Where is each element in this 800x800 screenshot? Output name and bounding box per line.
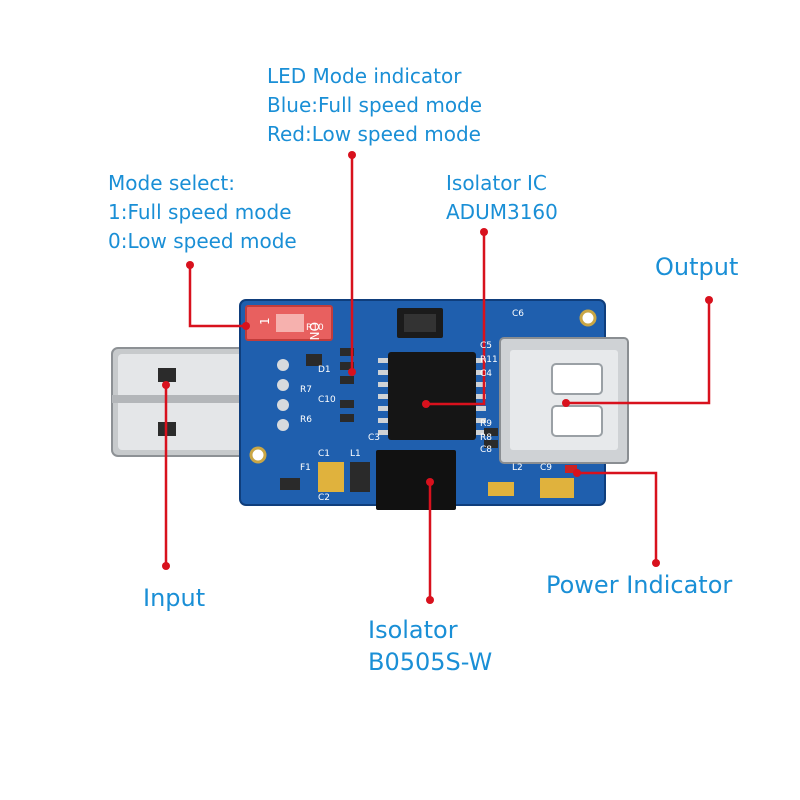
isolator-dcdc-line2: B0505S-W xyxy=(368,648,493,676)
isolator-ic-line2: ADUM3160 xyxy=(446,200,558,224)
leader-power-indicator xyxy=(577,471,658,563)
silkscreen-ref: R11 xyxy=(480,355,498,365)
silkscreen-ref: C6 xyxy=(512,309,524,319)
leader-dots xyxy=(162,151,713,604)
label-output: Output xyxy=(655,253,739,281)
silkscreen-ref: C8 xyxy=(480,445,492,455)
silkscreen-ref: F1 xyxy=(300,463,311,473)
label-isolator-ic: Isolator IC ADUM3160 xyxy=(446,169,558,227)
leader-mode-select xyxy=(188,265,246,328)
smd-components xyxy=(280,348,577,498)
label-power-indicator: Power Indicator xyxy=(546,571,733,599)
silkscreen-ref: C9 xyxy=(540,463,552,473)
usb-a-plug xyxy=(111,347,273,457)
led-mode-line2: Blue:Full speed mode xyxy=(267,93,483,117)
label-mode-select: Mode select: 1:Full speed mode 0:Low spe… xyxy=(108,169,297,256)
switch-on-silk: ON xyxy=(307,322,321,340)
led-mode-line1: LED Mode indicator xyxy=(267,64,462,88)
silkscreen-ref: R8 xyxy=(480,433,492,443)
silkscreen-ref: C5 xyxy=(480,341,492,351)
silkscreen-ref: R6 xyxy=(300,415,312,425)
silkscreen-ref: L1 xyxy=(350,449,361,459)
silkscreen-ref: C10 xyxy=(318,395,336,405)
isolator-dcdc-line1: Isolator xyxy=(368,616,458,644)
mode-select-line3: 0:Low speed mode xyxy=(108,229,297,253)
leader-isolator-ic xyxy=(426,232,486,406)
mode-select-line1: Mode select: xyxy=(108,171,236,195)
silkscreen-ref: C1 xyxy=(318,449,330,459)
silkscreen-ref: R10 xyxy=(306,323,324,333)
silkscreen-ref: R9 xyxy=(480,419,492,429)
label-led-mode-indicator: LED Mode indicator Blue:Full speed mode … xyxy=(267,62,482,149)
switch-1-silk: 1 xyxy=(258,317,272,325)
silkscreen-ref: L2 xyxy=(512,463,523,473)
label-isolator-dcdc: Isolator B0505S-W xyxy=(368,614,492,678)
led-mode-line3: Red:Low speed mode xyxy=(267,122,481,146)
leader-lines xyxy=(164,155,711,600)
silkscreen-ref: C3 xyxy=(368,433,380,443)
silkscreen-ref: C4 xyxy=(480,369,492,379)
silkscreen-ref: D1 xyxy=(318,365,331,375)
silkscreen-ref: R7 xyxy=(300,385,312,395)
mode-select-line2: 1:Full speed mode xyxy=(108,200,292,224)
isolator-ic-chip xyxy=(378,352,486,440)
dcdc-module xyxy=(376,450,456,510)
leader-output xyxy=(566,300,711,405)
label-input: Input xyxy=(143,584,206,612)
silkscreen-ref: C2 xyxy=(318,493,330,503)
isolator-ic-line1: Isolator IC xyxy=(446,171,547,195)
dip-switch: 1 ON xyxy=(245,305,333,341)
